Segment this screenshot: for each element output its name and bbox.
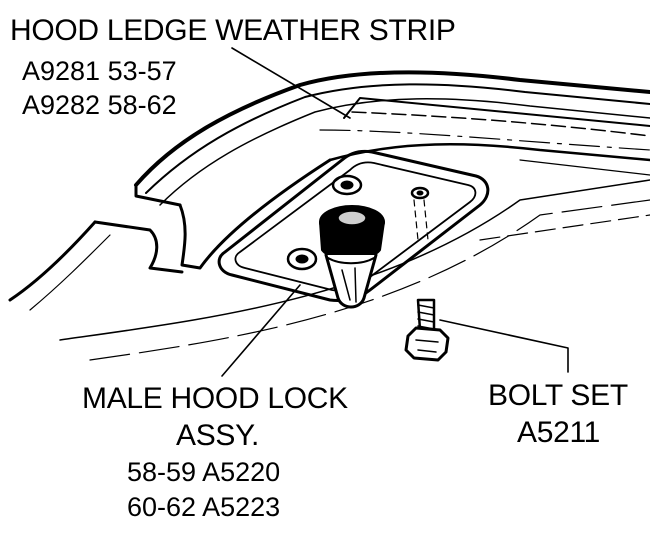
weather-strip-title: HOOD LEDGE WEATHER STRIP <box>10 14 456 47</box>
bolt-set-title: BOLT SET <box>488 379 628 412</box>
weather-strip-part-2: A9282 58-62 <box>22 90 177 120</box>
hood-lock-part-2: 60-62 A5223 <box>127 492 281 522</box>
hood-lock-title: MALE HOOD LOCK <box>82 382 348 415</box>
leader-lines <box>221 47 569 377</box>
hood-lock-subtitle: ASSY. <box>176 419 260 452</box>
bolt <box>404 199 450 362</box>
bolt-set-part: A5211 <box>517 416 601 449</box>
hood-lock-part-1: 58-59 A5220 <box>127 457 281 487</box>
male-hood-lock <box>319 205 385 309</box>
lock-mount-plate <box>217 149 490 302</box>
weather-strip-part-1: A9281 53-57 <box>22 56 177 86</box>
